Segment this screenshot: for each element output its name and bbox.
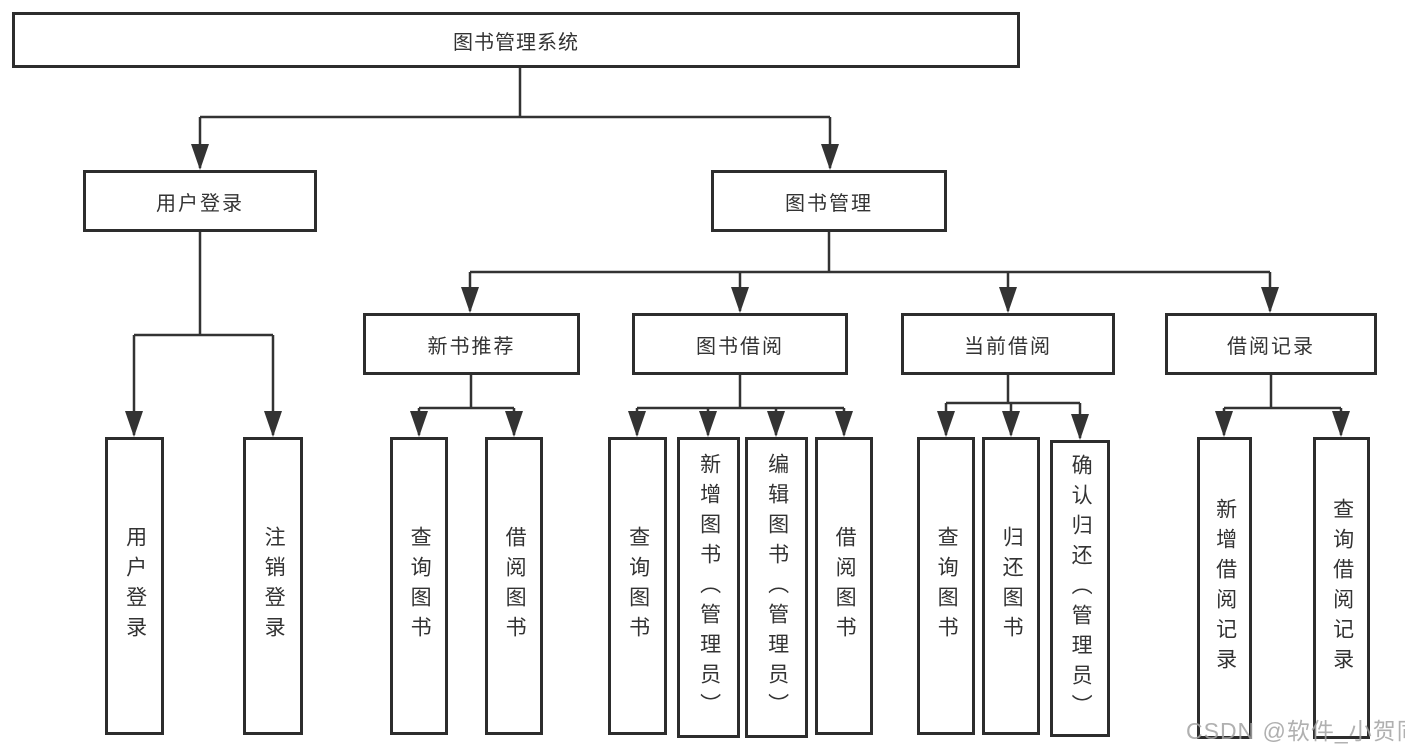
leaf-current-return-books: 归还图书 [982, 437, 1040, 735]
leaf-label: 查询图书 [408, 526, 432, 646]
leaf-label: 查询图书 [626, 526, 650, 646]
node-label: 图书管理 [785, 192, 873, 215]
leaf-borrow-borrow-books: 借阅图书 [815, 437, 873, 735]
leaf-user-login: 用户登录 [105, 437, 164, 735]
leaf-label: 新增图书（管理员） [697, 452, 721, 723]
leaf-label: 借阅图书 [503, 526, 527, 646]
leaf-recommend-borrow-books: 借阅图书 [485, 437, 543, 735]
leaf-label: 查询借阅记录 [1330, 498, 1354, 678]
node-user-login: 用户登录 [83, 170, 317, 232]
node-new-book-recommend: 新书推荐 [363, 313, 580, 375]
node-library-management-system: 图书管理系统 [12, 12, 1020, 68]
node-current-borrowing: 当前借阅 [901, 313, 1115, 375]
connector-lines [132, 68, 1343, 438]
leaf-recommend-query-books: 查询图书 [390, 437, 448, 735]
node-book-management: 图书管理 [711, 170, 947, 232]
leaf-record-add-borrow-record: 新增借阅记录 [1197, 437, 1252, 739]
csdn-watermark: CSDN @软件_小贺同学 [1186, 718, 1405, 744]
leaf-label: 查询图书 [935, 526, 959, 646]
node-label: 图书管理系统 [453, 31, 579, 54]
node-borrow-records: 借阅记录 [1165, 313, 1377, 375]
node-label: 新书推荐 [427, 335, 516, 358]
node-label: 用户登录 [156, 192, 244, 215]
leaf-label: 确认归还（管理员） [1069, 453, 1093, 724]
leaf-label: 新增借阅记录 [1213, 498, 1237, 678]
leaf-logout-login: 注销登录 [243, 437, 303, 735]
leaf-current-confirm-return-admin: 确认归还（管理员） [1050, 440, 1110, 737]
node-label: 图书借阅 [696, 335, 784, 358]
leaf-label: 用户登录 [123, 526, 147, 646]
leaf-record-query-borrow-record: 查询借阅记录 [1313, 437, 1370, 739]
leaf-label: 借阅图书 [833, 526, 857, 646]
leaf-label: 注销登录 [262, 526, 286, 646]
connector-arrowheads [125, 144, 1350, 440]
node-label: 当前借阅 [964, 335, 1052, 358]
node-label: 借阅记录 [1227, 335, 1315, 358]
leaf-label: 归还图书 [1000, 526, 1024, 646]
leaf-borrow-query-books: 查询图书 [608, 437, 667, 735]
leaf-current-query-books: 查询图书 [917, 437, 975, 735]
leaf-label: 编辑图书（管理员） [765, 452, 789, 723]
leaf-borrow-add-books-admin: 新增图书（管理员） [677, 437, 740, 738]
leaf-borrow-edit-books-admin: 编辑图书（管理员） [745, 437, 808, 738]
node-book-borrowing: 图书借阅 [632, 313, 848, 375]
